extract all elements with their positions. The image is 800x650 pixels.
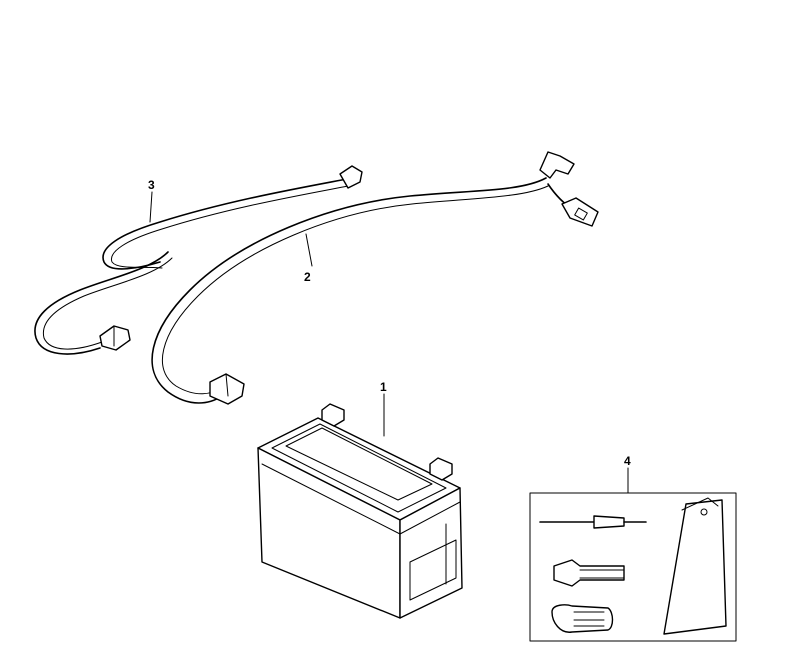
callout-3: 3 xyxy=(148,178,155,192)
positive-cable-bracket-terminal xyxy=(539,151,575,179)
battery-terminal-right xyxy=(429,457,453,481)
tool-kit[interactable] xyxy=(529,492,737,642)
tool-kit-frame xyxy=(529,492,737,642)
negative-cable[interactable] xyxy=(34,165,363,355)
callout-1: 1 xyxy=(380,380,387,394)
callout-2-leader xyxy=(305,233,313,267)
negative-cable-upper-terminal xyxy=(339,165,363,189)
cloth-tool xyxy=(551,604,614,633)
callout-3-leader xyxy=(149,191,153,223)
positive-cable[interactable] xyxy=(151,151,599,405)
callout-4: 4 xyxy=(624,454,631,468)
negative-cable-lower-terminal xyxy=(99,325,131,351)
callout-2: 2 xyxy=(304,270,311,284)
fuse-puller-tool xyxy=(553,559,625,587)
battery[interactable] xyxy=(257,403,463,619)
screwdriver-tool xyxy=(539,515,647,529)
tool-bag xyxy=(663,497,727,635)
positive-cable-fuse-connector xyxy=(561,197,599,227)
battery-terminal-left xyxy=(321,403,345,427)
